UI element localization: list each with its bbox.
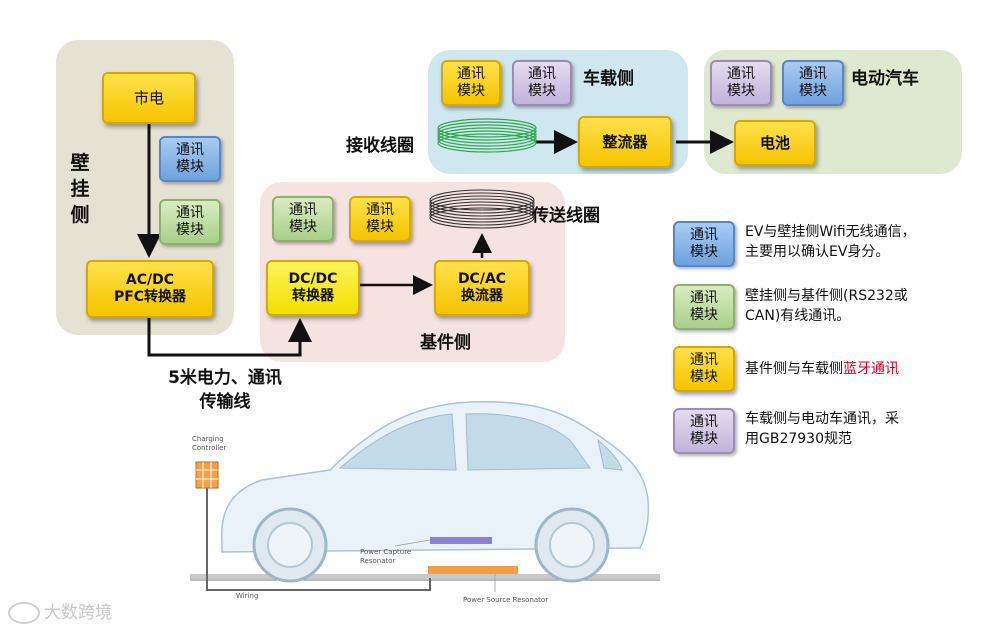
ev-comm-module-lilac: 通讯 模块: [710, 60, 772, 106]
watermark-logo-icon: [8, 602, 40, 624]
wall-comm-module-green: 通讯 模块: [159, 199, 221, 245]
vehicle-comm-module-yellow: 通讯 模块: [441, 60, 501, 106]
dcac-inverter-box: DC/AC 换流器: [434, 260, 530, 316]
receive-coil-label: 接收线圈: [346, 136, 414, 156]
car-rear-window: [465, 413, 591, 471]
mains-box: 市电: [102, 72, 196, 124]
base-side-title: 基件侧: [420, 333, 471, 353]
power-capture-resonator-icon: [430, 537, 492, 544]
vehicle-comm-module-lilac: 通讯 模块: [512, 60, 572, 106]
dcdc-converter-box: DC/DC 转换器: [266, 260, 360, 316]
base-comm-module-yellow: 通讯 模块: [349, 196, 411, 242]
legend-module-yellow: 通讯 模块: [673, 346, 735, 392]
watermark-text: 大数跨境: [44, 603, 112, 623]
power-source-resonator-icon: [428, 566, 518, 574]
vehicle-side-title: 车载侧: [583, 69, 634, 89]
transmit-coil-icon: [429, 189, 535, 229]
power-source-label: Power Source Resonator: [463, 596, 549, 604]
base-comm-module-green: 通讯 模块: [272, 196, 334, 242]
legend-text-green: 壁挂侧与基件侧(RS232或 CAN)有线通讯。: [745, 288, 908, 324]
battery-box: 电池: [734, 120, 816, 166]
charging-controller-icon: [195, 461, 219, 489]
legend-module-lilac: 通讯 模块: [673, 408, 735, 454]
legend-text-lilac: 车载侧与电动车通讯，采 用GB27930规范: [745, 411, 899, 447]
car-front-window: [338, 413, 457, 471]
legend-text-yellow-plain: 基件侧与车载侧: [745, 361, 843, 377]
cable-arrow: [147, 318, 312, 357]
receive-coil-icon: [437, 118, 537, 153]
transmit-coil-label: 传送线圈: [532, 206, 600, 226]
legend-text-yellow: 基件侧与车载侧蓝牙通讯: [745, 359, 975, 379]
cable-label: 5米电力、通讯 传输线: [168, 368, 282, 412]
wall-side-title: 壁挂侧: [70, 152, 90, 226]
charging-controller-label: Charging Controller: [192, 435, 227, 452]
rectifier-box: 整流器: [578, 116, 672, 168]
legend-text-yellow-highlight: 蓝牙通讯: [843, 361, 899, 377]
wall-comm-module-blue: 通讯 模块: [159, 136, 221, 182]
acdc-pfc-converter-box: AC/DC PFC转换器: [86, 260, 214, 318]
wiring-line: [206, 486, 431, 591]
wiring-label: Wiring: [236, 592, 259, 600]
ground-strip: [190, 574, 660, 579]
power-capture-label: Power Capture Resonator: [360, 548, 412, 565]
ev-title: 电动汽车: [851, 69, 919, 89]
legend-text-blue: EV与壁挂侧Wifi无线通信， 主要用以确认EV身分。: [745, 224, 916, 260]
legend-module-green: 通讯 模块: [673, 284, 735, 330]
ev-comm-module-blue: 通讯 模块: [782, 60, 844, 106]
legend-module-blue: 通讯 模块: [673, 221, 735, 267]
watermark: 大数跨境: [8, 598, 112, 624]
